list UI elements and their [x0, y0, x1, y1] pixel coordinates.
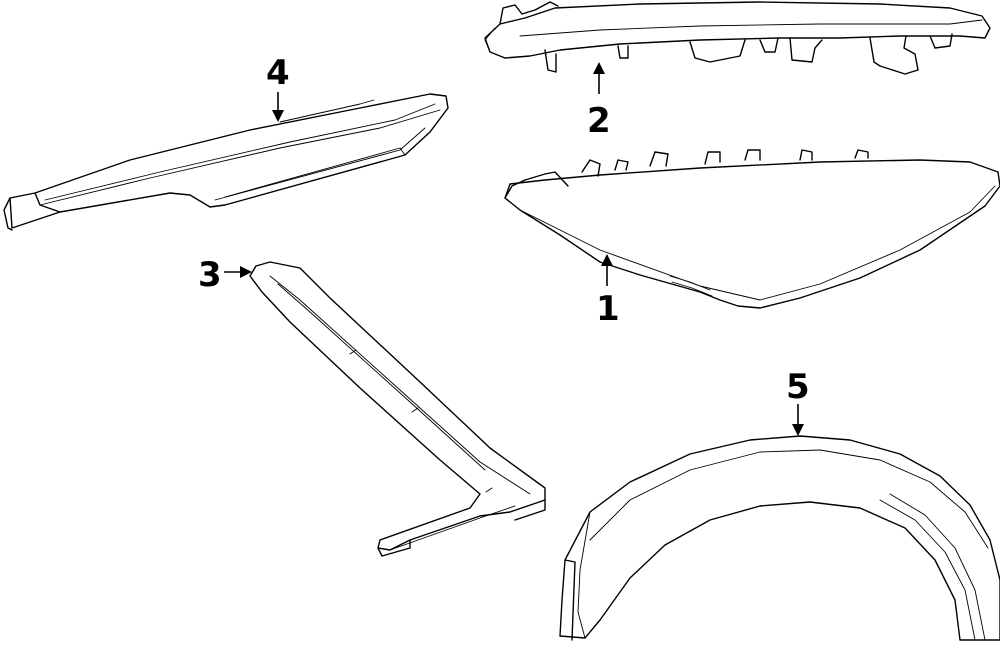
callout-arrow-1 — [601, 254, 613, 286]
part-3-channel-trim — [249, 261, 546, 557]
callout-number-1: 1 — [596, 289, 620, 329]
callout-number-2: 2 — [587, 101, 611, 141]
callout-arrow-3 — [224, 266, 252, 278]
callout-arrow-4 — [272, 92, 284, 122]
callout-arrow-2 — [593, 62, 605, 94]
part-1-quarter-panel — [504, 149, 1000, 309]
part-5-wheel-flare — [559, 435, 1000, 641]
part-2-bracket — [484, 1, 991, 75]
callout-arrow-5 — [792, 404, 804, 436]
part-4-trim-panel — [3, 93, 449, 231]
callout-number-5: 5 — [786, 367, 810, 407]
callout-number-3: 3 — [198, 255, 222, 295]
callout-number-4: 4 — [266, 53, 290, 93]
